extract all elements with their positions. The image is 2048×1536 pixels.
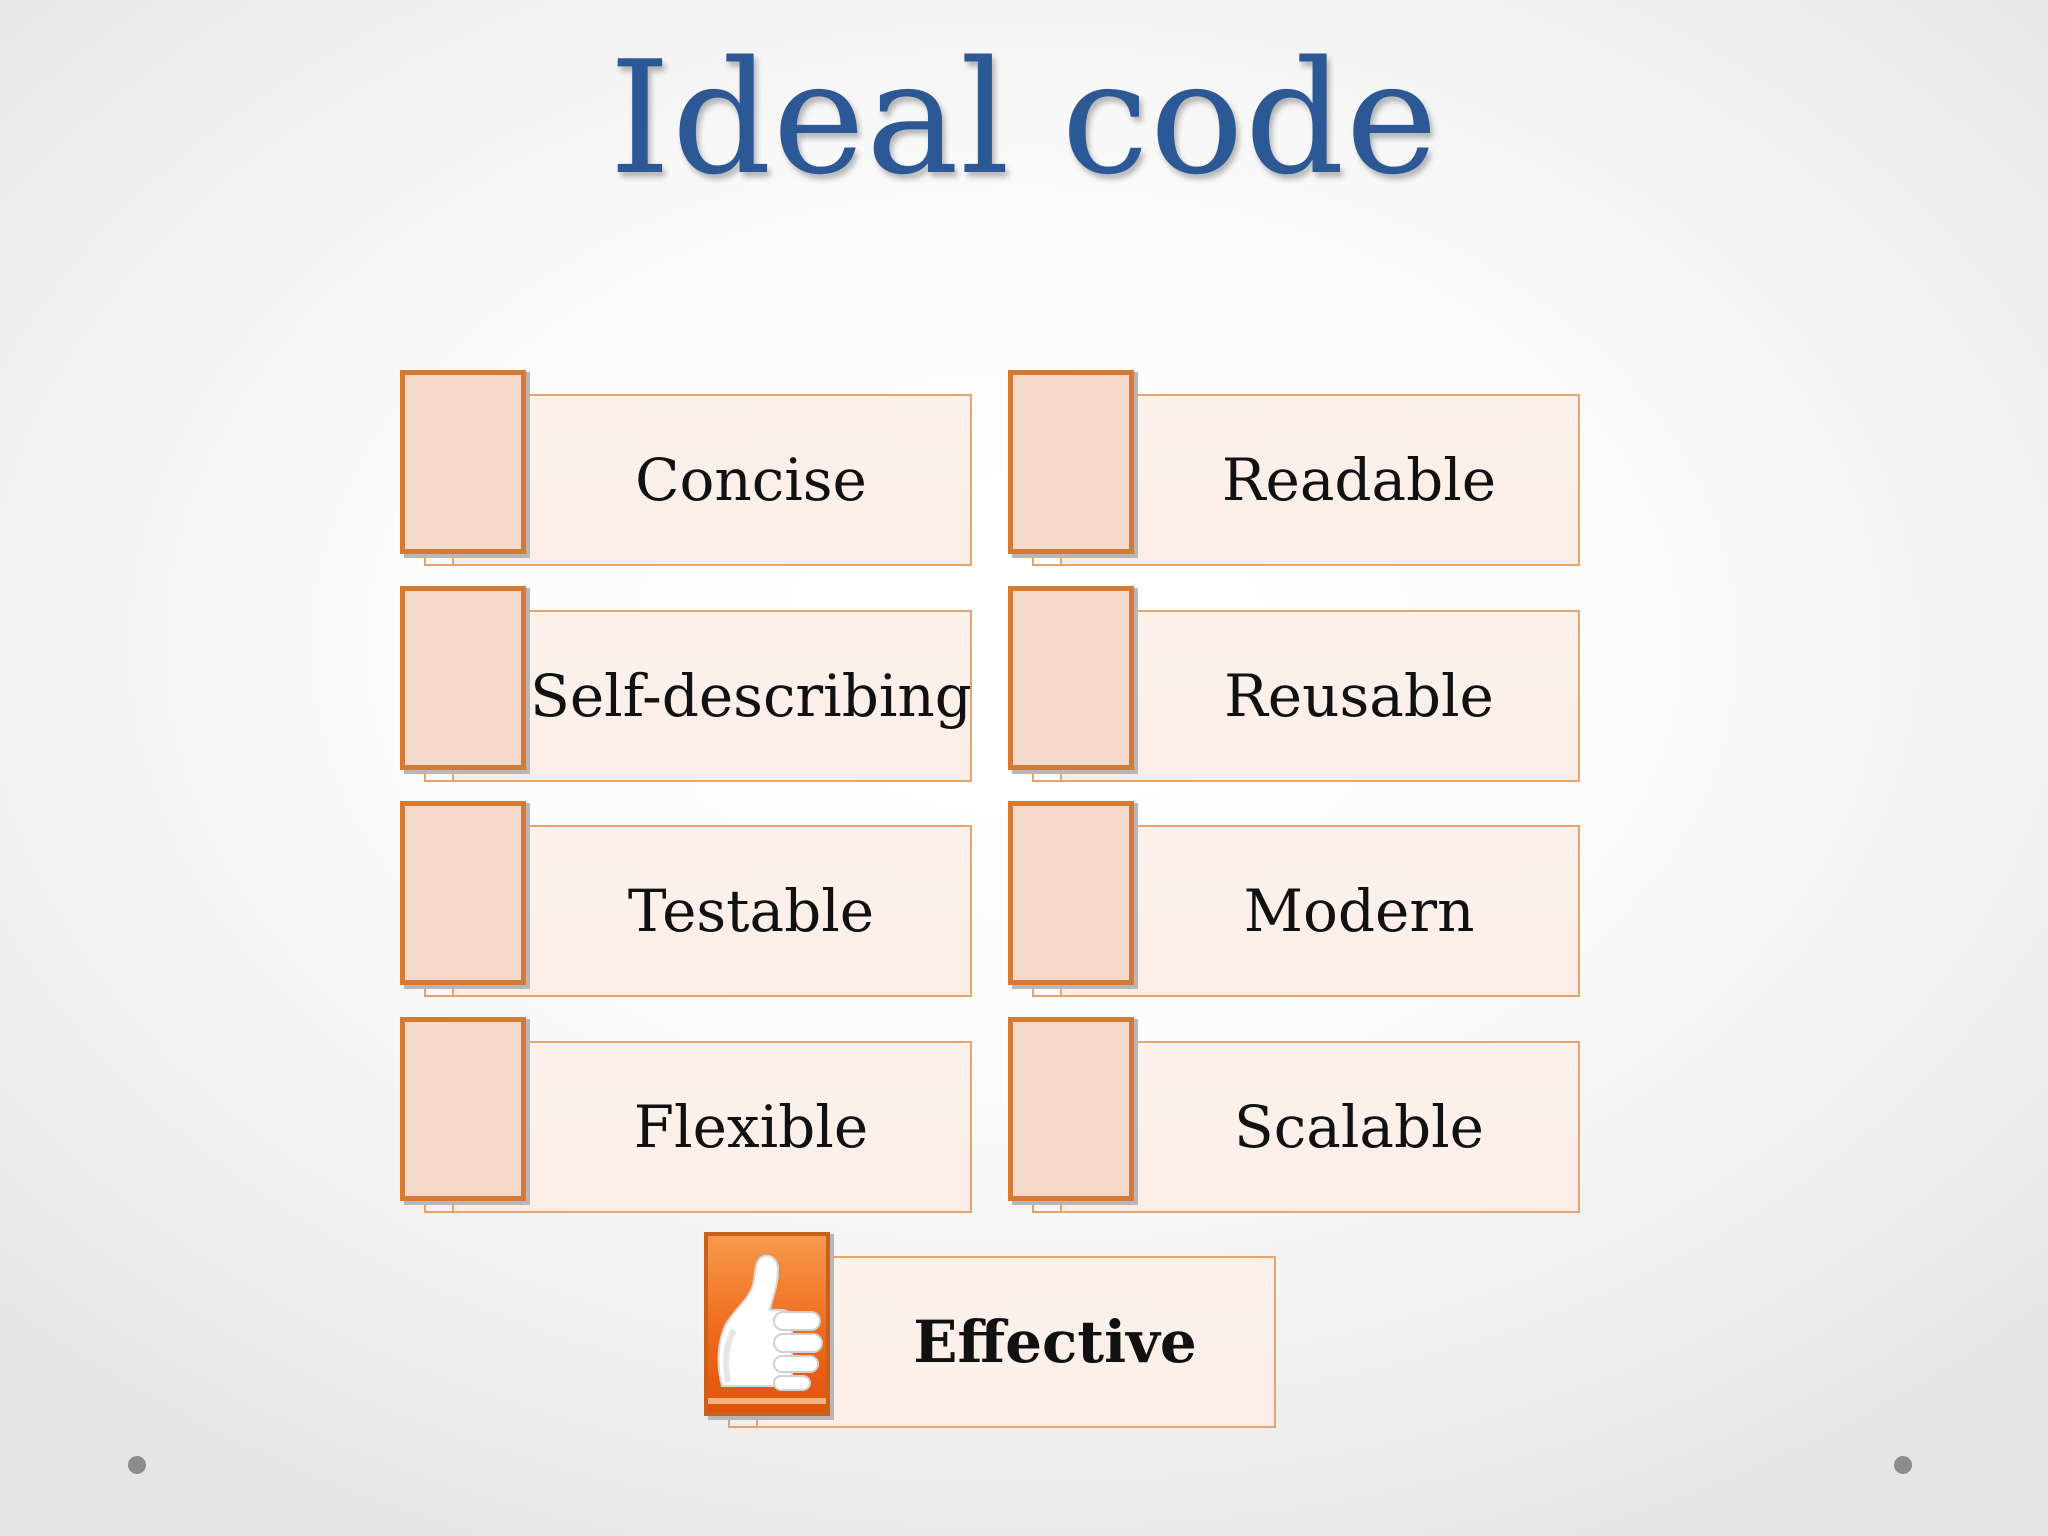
panel <box>452 394 972 566</box>
tab-marker <box>400 370 526 554</box>
item-label: Self-describing <box>530 662 972 730</box>
item-flexible: Flexible <box>400 1017 975 1217</box>
item-label: Modern <box>1243 877 1475 945</box>
tab-marker <box>1008 586 1134 770</box>
panel <box>1060 825 1580 997</box>
item-label: Scalable <box>1234 1093 1484 1161</box>
tab-marker <box>400 1017 526 1201</box>
corner-dot-right <box>1894 1456 1912 1474</box>
item-label: Concise <box>635 446 867 514</box>
item-effective: Effective <box>704 1232 1279 1432</box>
thumbs-up-tile <box>704 1232 830 1416</box>
panel <box>452 825 972 997</box>
panel <box>452 1041 972 1213</box>
item-readable: Readable <box>1008 370 1583 570</box>
item-scalable: Scalable <box>1008 1017 1583 1217</box>
panel <box>1060 394 1580 566</box>
item-label: Testable <box>627 877 875 945</box>
item-testable: Testable <box>400 801 975 1001</box>
item-self-describing: Self-describing <box>400 586 975 786</box>
item-label: Readable <box>1221 446 1497 514</box>
item-concise: Concise <box>400 370 975 570</box>
panel <box>1060 1041 1580 1213</box>
thumbs-up-icon <box>708 1254 826 1404</box>
tab-marker <box>1008 1017 1134 1201</box>
item-label: Effective <box>913 1308 1197 1376</box>
item-reusable: Reusable <box>1008 586 1583 786</box>
corner-dot-left <box>128 1456 146 1474</box>
slide-title: Ideal code <box>609 27 1439 209</box>
panel <box>756 1256 1276 1428</box>
item-label: Reusable <box>1224 662 1494 730</box>
item-modern: Modern <box>1008 801 1583 1001</box>
tab-marker <box>400 801 526 985</box>
item-label: Flexible <box>633 1093 869 1161</box>
tab-marker <box>1008 801 1134 985</box>
tab-marker <box>1008 370 1134 554</box>
panel <box>1060 610 1580 782</box>
tab-marker <box>400 586 526 770</box>
